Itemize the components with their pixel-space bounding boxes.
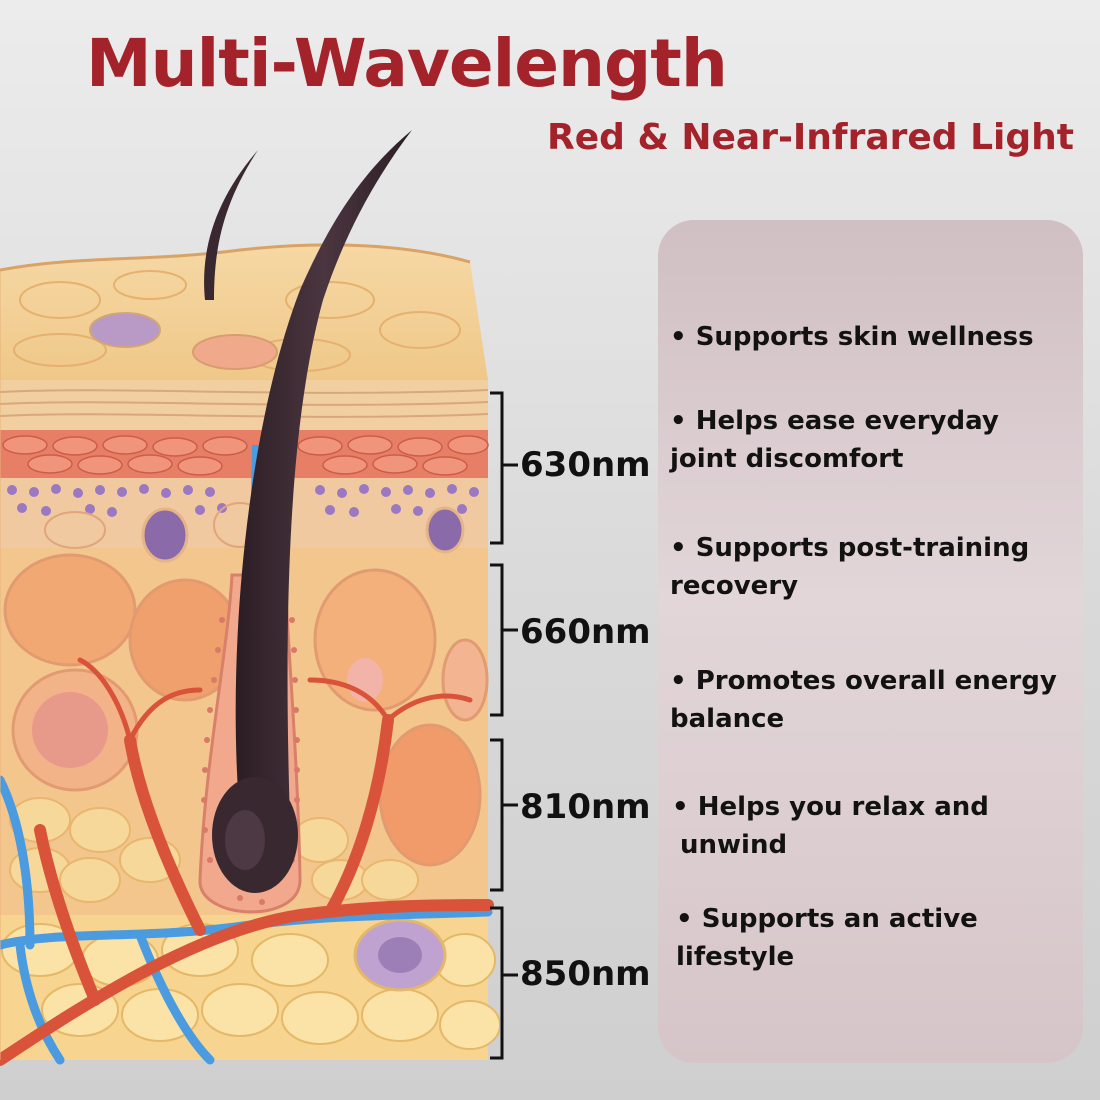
hair-shaft [235,130,412,820]
basal-cell [425,506,465,554]
basal-cell [141,507,189,563]
surface-cell-pink [192,334,278,370]
bullet-icon: • [670,406,687,436]
benefit-item: • Supports skin wellness [670,318,1034,356]
benefit-text: joint discomfort [670,444,904,474]
bullet-icon: • [670,666,687,696]
benefit-text: Helps ease everyday [695,406,999,436]
skin-cross-section-illustration [0,130,500,1066]
benefit-text: lifestyle [676,942,795,972]
bracket-850 [490,906,518,1060]
surface-cells [13,270,461,372]
hair-shaft-thin [204,150,258,300]
bullet-icon: • [672,792,689,822]
artery [0,714,494,1066]
benefit-item: • Supports an active lifestyle [676,900,978,976]
benefits-panel [658,220,1083,1063]
benefit-item: • Supports post-training recovery [670,529,1029,605]
surface-cell-purple [89,312,161,348]
bracket-660 [490,563,518,717]
main-title: Multi-Wavelength [86,25,728,102]
benefit-item: • Promotes overall energy balance [670,662,1057,738]
benefit-text: Supports skin wellness [695,322,1034,352]
benefit-text: Helps you relax and [697,792,989,822]
benefit-text: unwind [680,830,788,860]
wavelength-brackets [490,391,518,1060]
benefit-item: • Helps you relax and unwind [672,788,989,864]
benefit-item: • Helps ease everyday joint discomfort [670,402,999,478]
benefit-text: Supports post-training [695,533,1030,563]
wavelength-label-810: 810nm [520,787,651,827]
subtitle: Red & Near-Infrared Light [547,117,1074,158]
bracket-630 [490,391,518,545]
wavelength-label-660: 660nm [520,612,651,652]
wavelength-label-850: 850nm [520,954,651,994]
benefit-text: Supports an active [701,904,978,934]
benefit-text: Promotes overall energy [695,666,1057,696]
bullet-icon: • [670,533,687,563]
bullet-icon: • [670,322,687,352]
benefit-text: recovery [670,571,799,601]
bullet-icon: • [676,904,693,934]
bracket-810 [490,738,518,892]
wavelength-label-630: 630nm [520,445,651,485]
benefit-text: balance [670,704,785,734]
